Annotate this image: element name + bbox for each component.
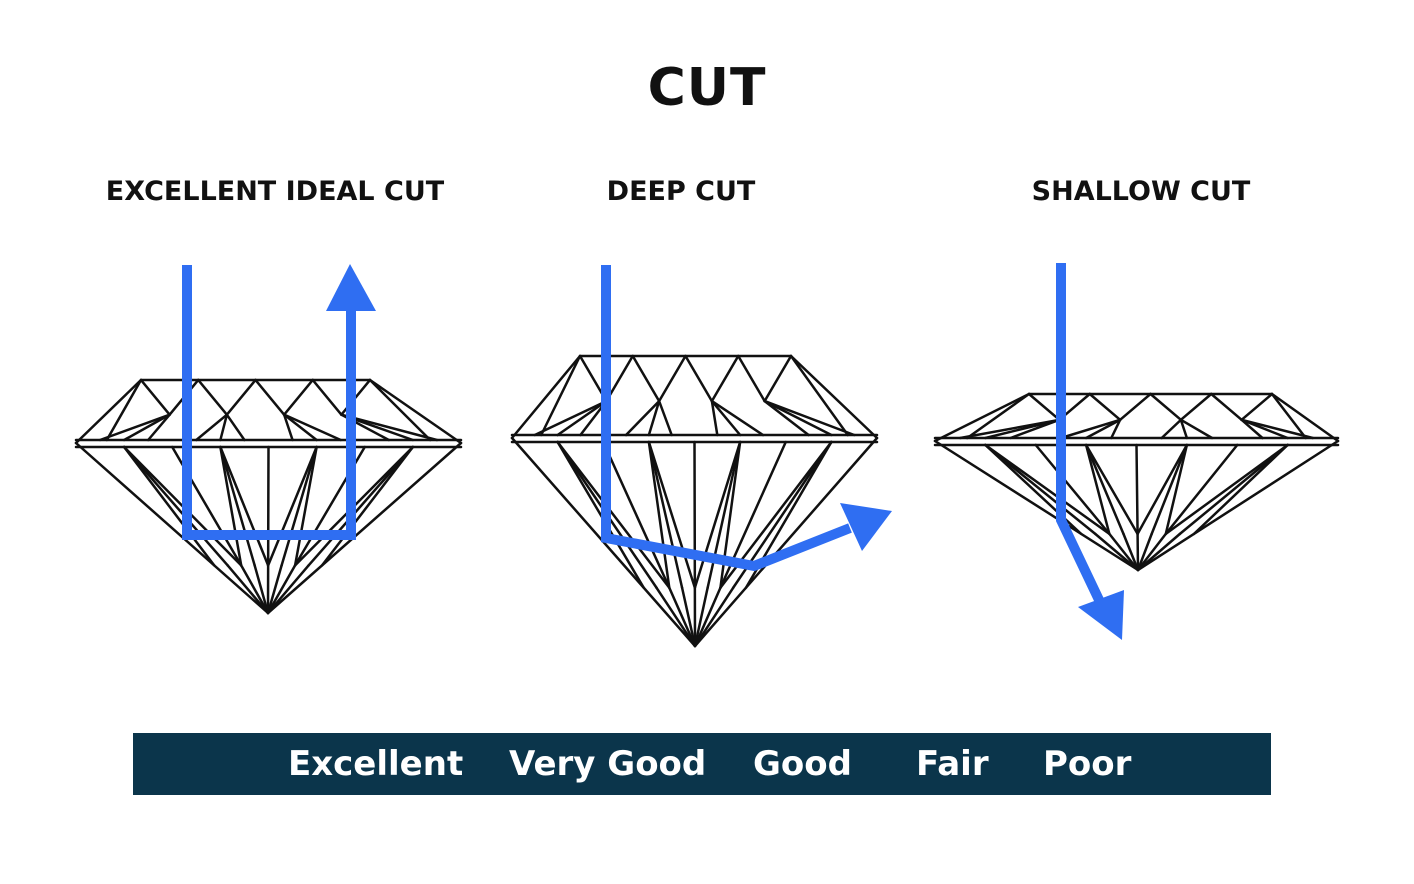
- light-path-deep: [601, 265, 892, 572]
- page-title: CUT: [647, 58, 767, 118]
- grade-fair: Fair: [916, 744, 989, 784]
- label-shallow-cut: SHALLOW CUT: [1031, 176, 1251, 207]
- label-excellent-ideal-cut: EXCELLENT IDEAL CUT: [105, 176, 445, 207]
- label-deep-cut: DEEP CUT: [606, 176, 756, 207]
- arrowhead-right: [840, 503, 892, 551]
- diamond-excellent-ideal: [74, 378, 463, 615]
- arrowhead-down: [1078, 590, 1124, 640]
- light-path-excellent: [182, 264, 376, 540]
- light-path-shallow: [1056, 263, 1124, 640]
- cut-grade-scale: Excellent Very Good Good Fair Poor: [133, 733, 1271, 795]
- grade-very-good: Very Good: [509, 744, 707, 784]
- grade-poor: Poor: [1043, 744, 1132, 784]
- diamond-deep: [510, 354, 879, 648]
- arrowhead-up: [326, 264, 376, 311]
- grade-excellent: Excellent: [288, 744, 464, 784]
- grade-good: Good: [753, 744, 852, 784]
- diamond-shallow: [933, 392, 1340, 572]
